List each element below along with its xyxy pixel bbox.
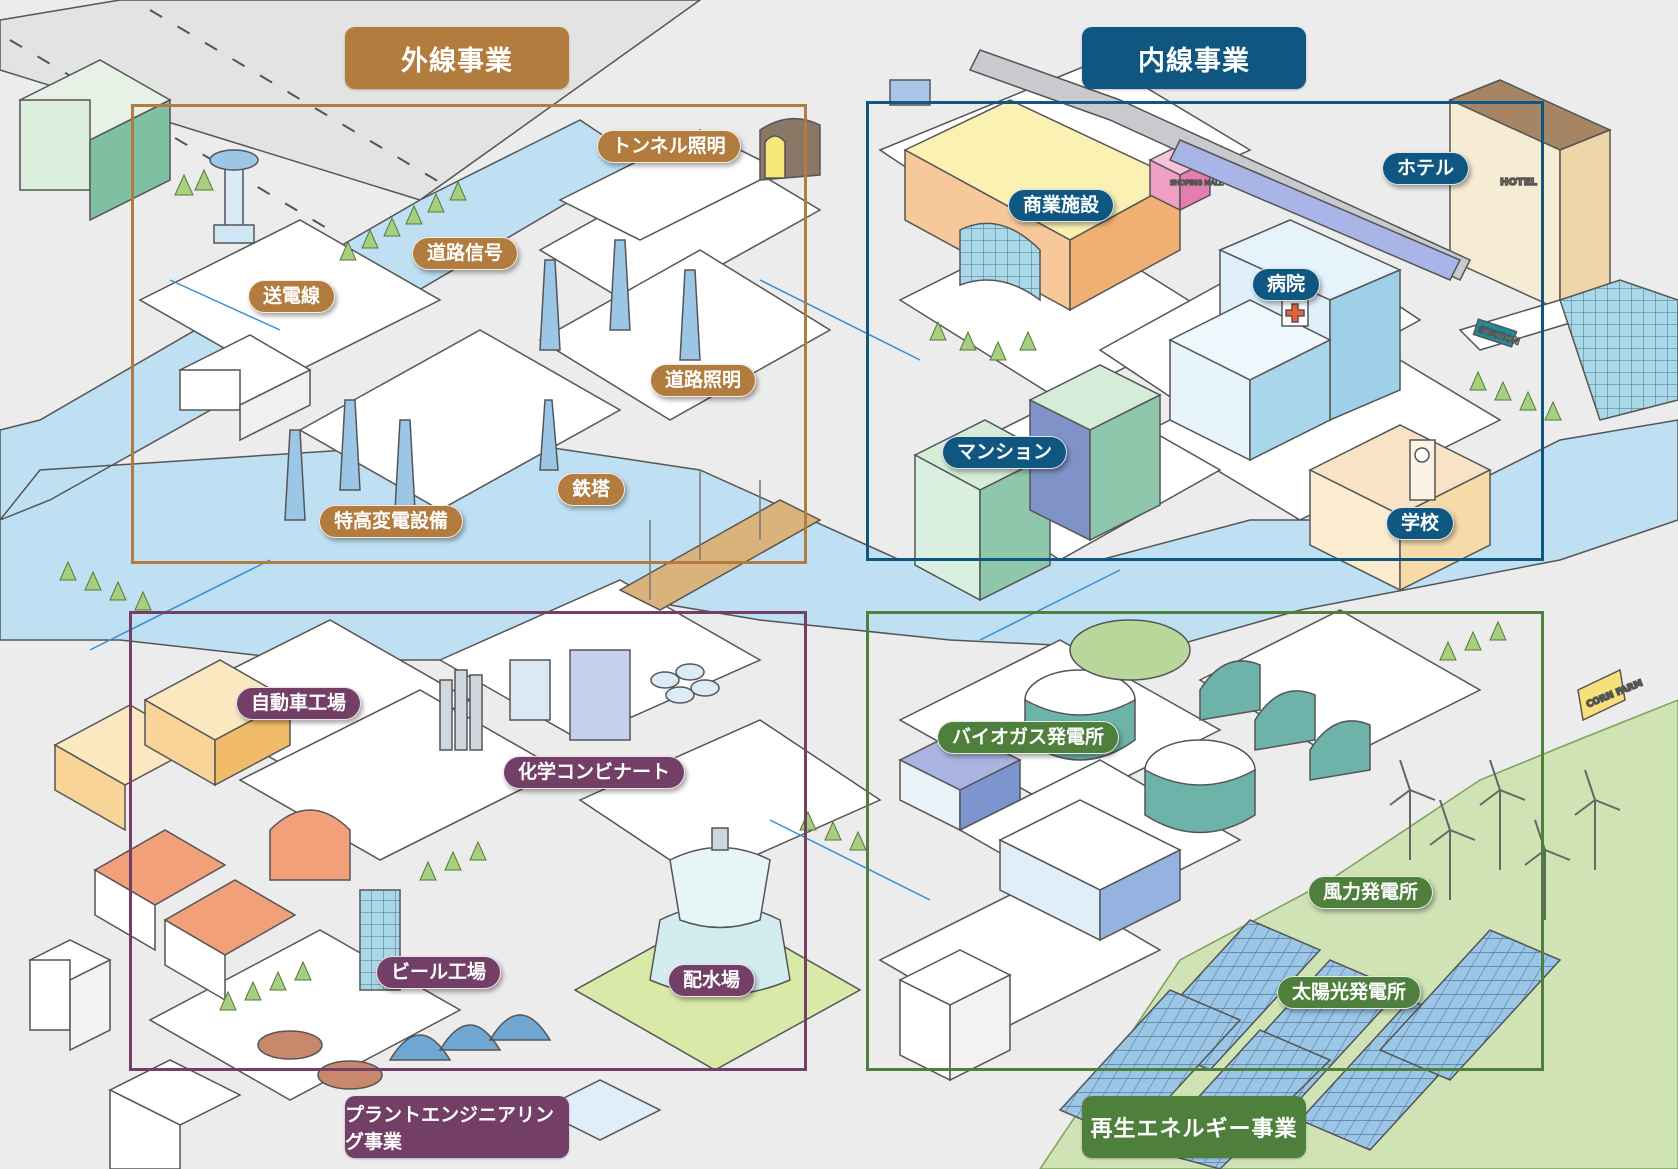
label-traffic-signal[interactable]: 道路信号	[412, 237, 519, 270]
trees	[59, 168, 1562, 1011]
label-apartment[interactable]: マンション	[942, 436, 1068, 469]
label-road-lighting[interactable]: 道路照明	[650, 364, 757, 397]
label-tunnel-lighting[interactable]: トンネル照明	[597, 130, 741, 163]
renewable-energy-section-title[interactable]: 再生エネルギー事業	[1082, 1096, 1306, 1158]
outer-line-section-title[interactable]: 外線事業	[345, 27, 569, 89]
hotel-sign: HOTEL	[1500, 177, 1538, 188]
plant-engineering-section-title[interactable]: プラントエンジニアリング事業	[345, 1096, 569, 1158]
label-water-distribution-plant[interactable]: 配水場	[668, 964, 756, 997]
label-chemical-complex[interactable]: 化学コンビナート	[503, 756, 686, 789]
label-automobile-factory[interactable]: 自動車工場	[236, 687, 362, 720]
power-lines	[89, 279, 1121, 901]
label-solar-power-plant[interactable]: 太陽光発電所	[1277, 976, 1422, 1009]
label-wind-power-plant[interactable]: 風力発電所	[1308, 876, 1434, 909]
label-hotel[interactable]: ホテル	[1382, 152, 1470, 185]
label-commercial-facility[interactable]: 商業施設	[1008, 189, 1115, 222]
label-brewery[interactable]: ビール工場	[376, 956, 502, 989]
label-transmission-line[interactable]: 送電線	[248, 280, 336, 313]
label-extra-high-voltage-substation[interactable]: 特高変電設備	[319, 505, 464, 538]
label-steel-tower[interactable]: 鉄塔	[557, 473, 626, 506]
label-school[interactable]: 学校	[1386, 507, 1455, 540]
inner-line-section-title[interactable]: 内線事業	[1082, 27, 1306, 89]
mall-sign: SHOPING MALL	[1170, 179, 1223, 187]
label-hospital[interactable]: 病院	[1252, 268, 1321, 301]
label-biogas-power-plant[interactable]: バイオガス発電所	[937, 721, 1120, 754]
